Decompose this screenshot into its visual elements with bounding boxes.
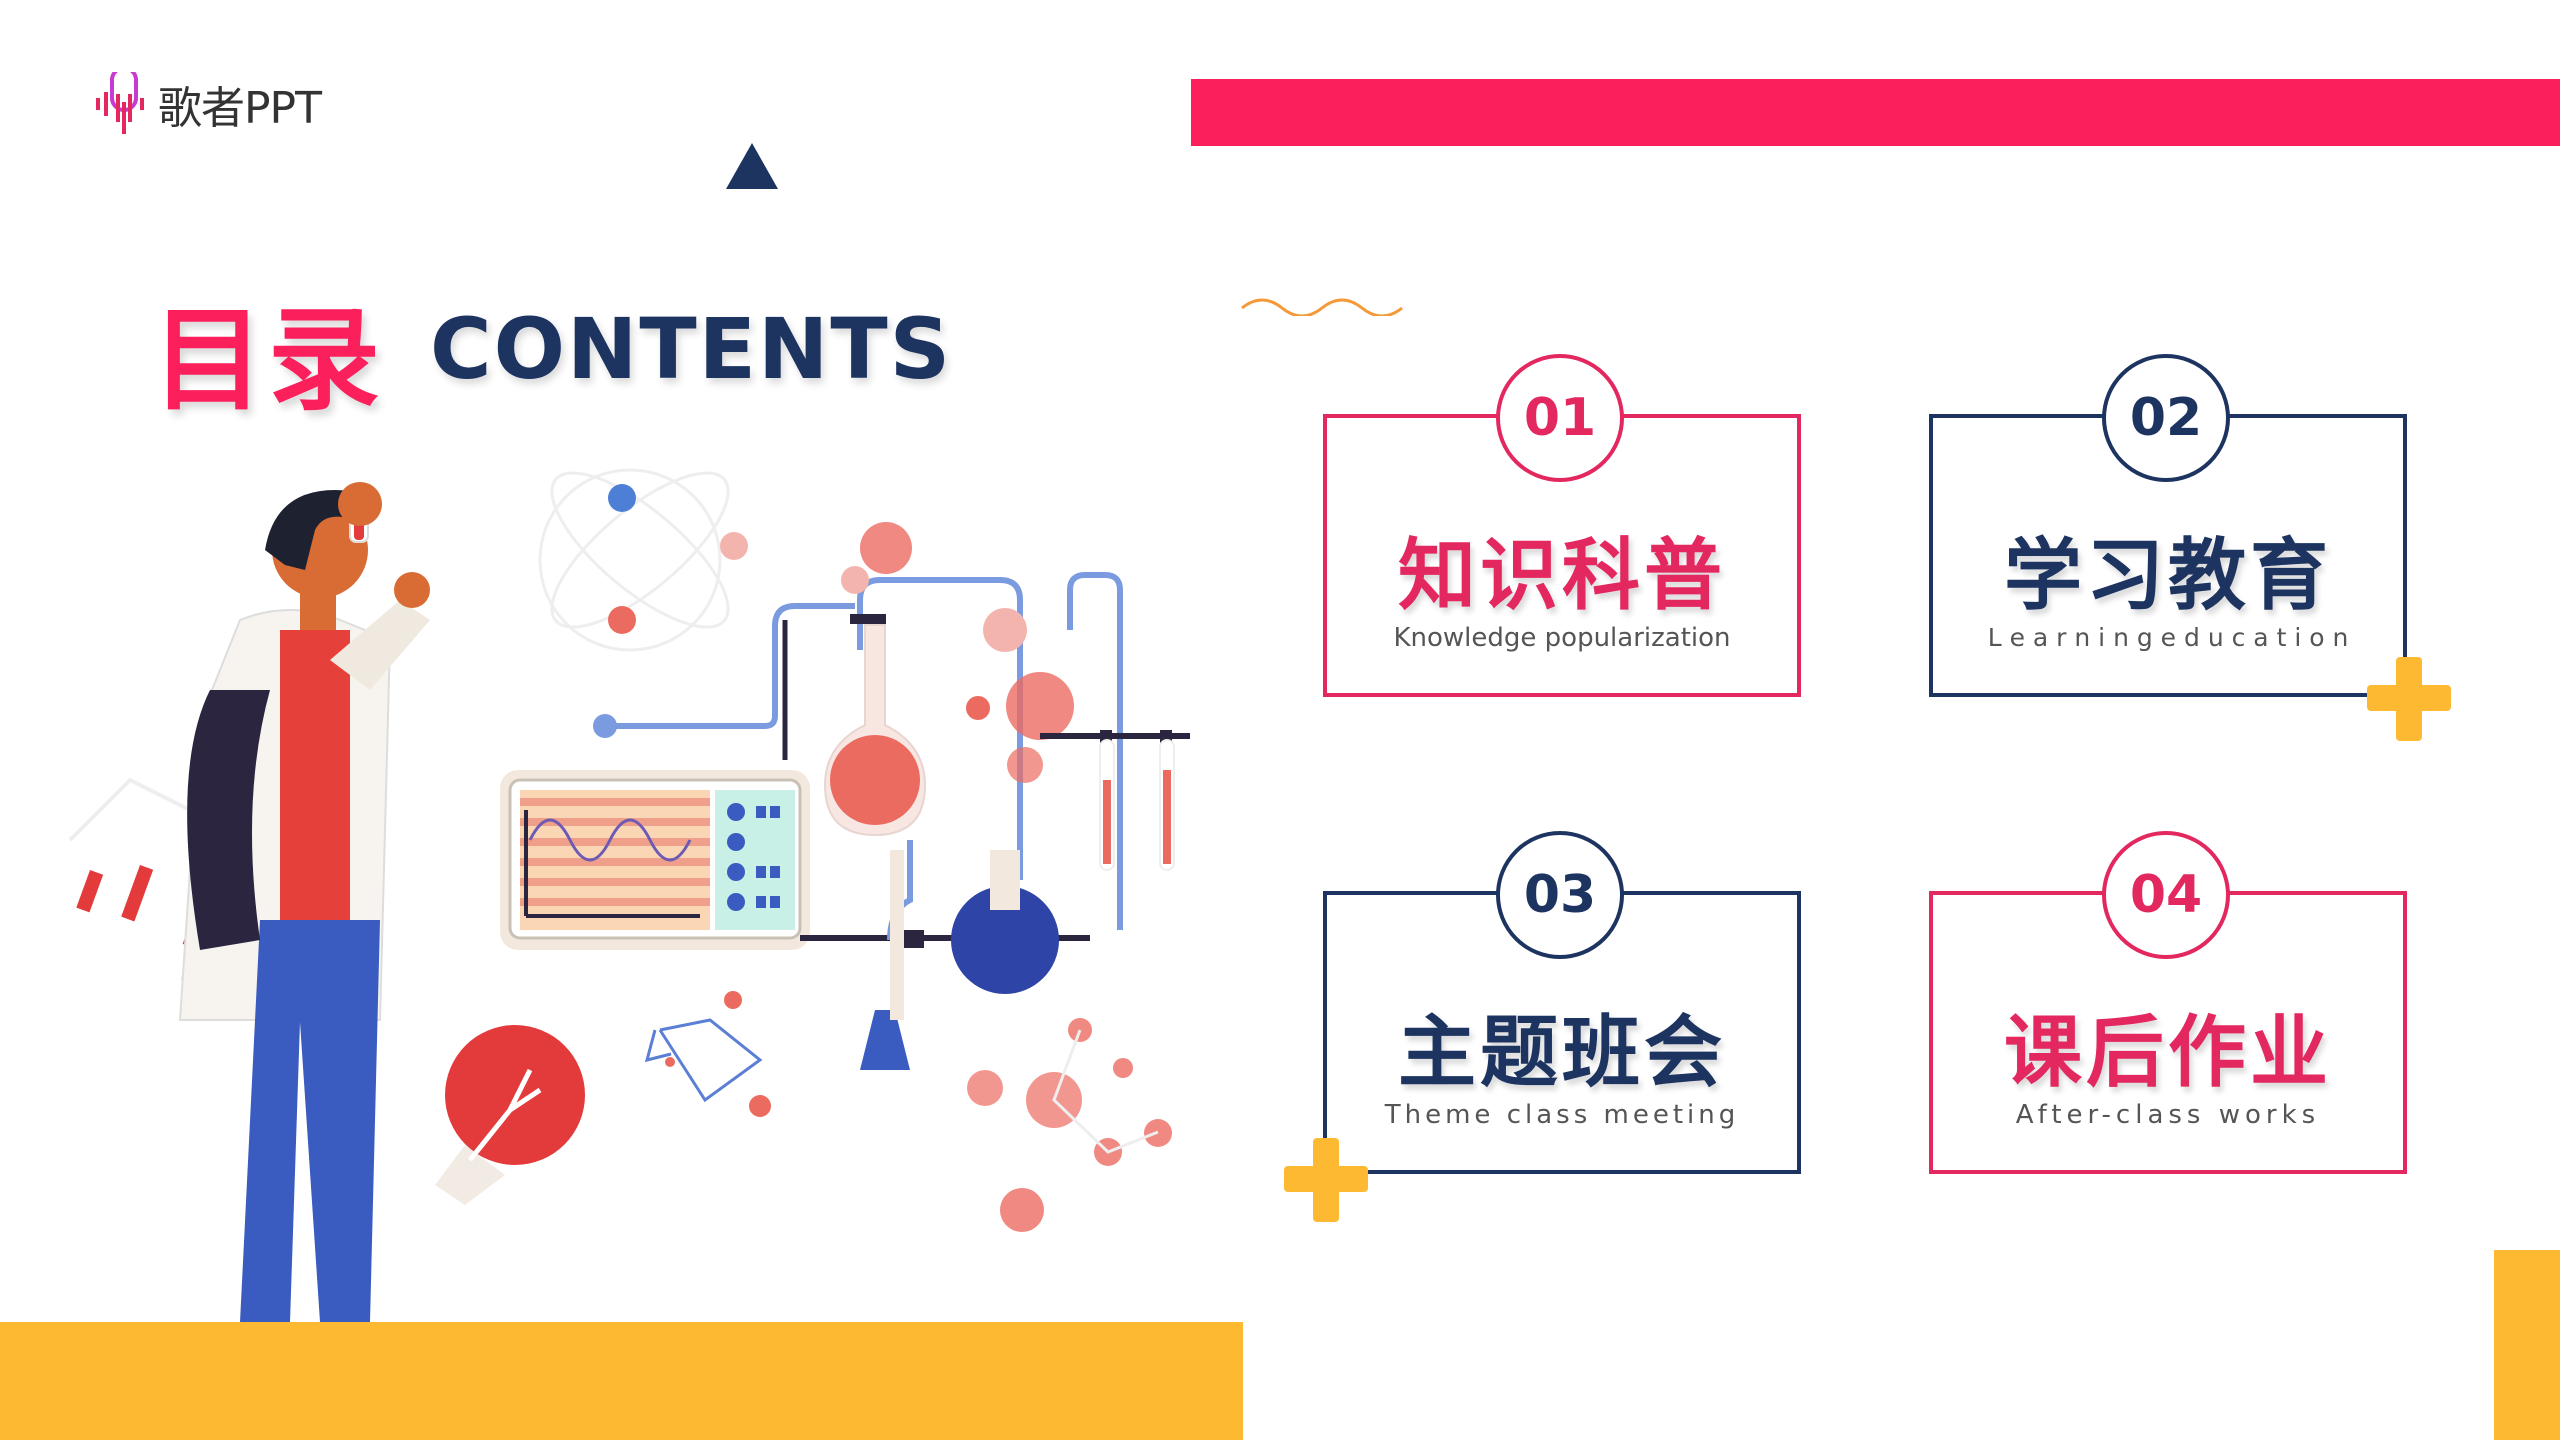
card-title: 知识科普 (1397, 531, 1726, 621)
card-subtitle: Theme class meeting (1384, 1100, 1740, 1130)
top-accent-bar (1191, 79, 2560, 146)
microphone-wave-icon (96, 72, 144, 134)
page-title-chinese: 目录 (152, 296, 384, 426)
brand-logo: 歌者PPT (92, 72, 322, 136)
card-number-badge: 02 (2102, 354, 2230, 482)
bottom-accent-bar (0, 1322, 1243, 1440)
contents-card-03[interactable]: 主题班会 Theme class meeting (1323, 891, 1801, 1174)
right-accent-bar (2494, 1250, 2560, 1440)
card-title: 主题班会 (1397, 1008, 1726, 1098)
plus-decoration (2367, 657, 2451, 741)
card-number-badge: 01 (1496, 354, 1624, 482)
triangle-decoration (726, 143, 778, 189)
plus-decoration (1284, 1138, 1368, 1222)
card-number-badge: 04 (2102, 831, 2230, 959)
card-subtitle: After-class works (2015, 1100, 2321, 1130)
page-title-english: CONTENTS (430, 300, 953, 398)
card-title: 学习教育 (2003, 531, 2332, 621)
brand-name: 歌者PPT (158, 83, 322, 134)
card-subtitle: L e a r n i n g e d u c a t i o n (1987, 623, 2349, 652)
card-number-badge: 03 (1496, 831, 1624, 959)
card-subtitle: Knowledge popularization (1393, 623, 1731, 653)
wavy-line-decoration (1241, 298, 1403, 316)
scientist-lab-illustration (68, 468, 1190, 1322)
card-title: 课后作业 (2003, 1008, 2332, 1098)
